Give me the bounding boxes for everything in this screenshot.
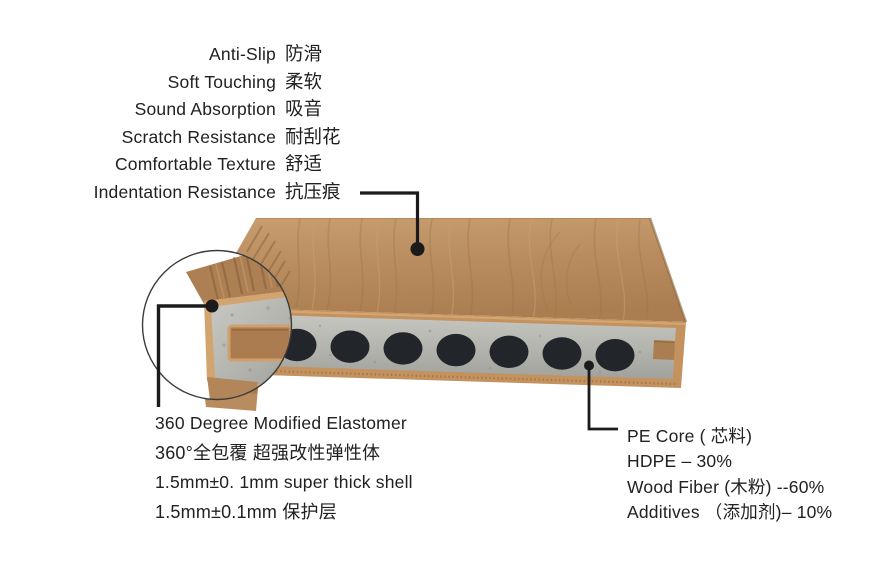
feature-row: Anti-Slip 防滑 — [60, 40, 341, 68]
feature-label-zh: 耐刮花 — [285, 125, 341, 147]
shell-note-line: 1.5mm±0. 1mm super thick shell — [155, 472, 413, 492]
feature-label-zh: 防滑 — [285, 43, 323, 64]
feature-label-zh: 吸音 — [285, 98, 323, 119]
leader-line-surface — [360, 191, 420, 249]
leader-dot-surface — [410, 242, 425, 256]
magnified-groove — [227, 324, 292, 362]
feature-label-en: Soft Touching — [167, 71, 276, 92]
feature-row: Comfortable Texture 舒适 — [60, 150, 341, 178]
bottom-lip-serration — [267, 369, 679, 386]
magnifier-outline — [141, 249, 293, 401]
shell-note: 360 Degree Modified Elastomer 360°全包覆 超强… — [155, 409, 413, 527]
feature-row: Scratch Resistance 耐刮花 — [60, 123, 341, 151]
side-groove — [653, 340, 675, 360]
feature-row: Indentation Resistance 抗压痕 — [60, 178, 341, 206]
board-right-edge — [648, 217, 688, 323]
core-speckle — [318, 324, 642, 374]
core-note-line: PE Core ( 芯料) — [627, 426, 753, 446]
hollow-cores — [277, 328, 635, 372]
leader-line-core — [587, 365, 618, 431]
feature-row: Soft Touching 柔软 — [60, 68, 341, 96]
feature-list: Anti-Slip 防滑 Soft Touching 柔软 Sound Abso… — [60, 40, 341, 205]
leader-line-shell — [156, 304, 212, 407]
feature-label-en: Scratch Resistance — [121, 126, 276, 147]
leader-dot-shell — [205, 299, 219, 313]
core-note-line: Additives （添加剂)– 10% — [627, 502, 833, 523]
feature-label-zh: 舒适 — [285, 153, 323, 174]
core-note: PE Core ( 芯料) HDPE – 30% Wood Fiber (木粉)… — [627, 424, 832, 526]
feature-label-en: Anti-Slip — [209, 44, 276, 64]
board-cross-section — [263, 309, 687, 388]
core-note-line: Wood Fiber (木粉) --60% — [627, 476, 825, 497]
feature-label-en: Indentation Resistance — [93, 181, 276, 202]
feature-row: Sound Absorption 吸音 — [60, 95, 341, 123]
leader-dots — [205, 242, 594, 371]
leader-dot-core — [584, 360, 594, 371]
shell-note-line: 360°全包覆 超强改性弹性体 — [155, 442, 381, 463]
feature-label-en: Comfortable Texture — [114, 154, 276, 174]
magnifier — [141, 249, 293, 401]
shell-note-line: 360 Degree Modified Elastomer — [155, 413, 407, 433]
feature-label-zh: 柔软 — [285, 70, 323, 92]
leader-lines — [156, 191, 618, 431]
shell-note-line: 1.5mm±0.1mm 保护层 — [155, 501, 337, 522]
feature-label-zh: 抗压痕 — [285, 180, 341, 202]
core-note-line: HDPE – 30% — [627, 451, 733, 472]
wood-grain-texture — [246, 218, 650, 322]
feature-label-en: Sound Absorption — [134, 99, 276, 119]
board-top-surface — [215, 217, 688, 323]
